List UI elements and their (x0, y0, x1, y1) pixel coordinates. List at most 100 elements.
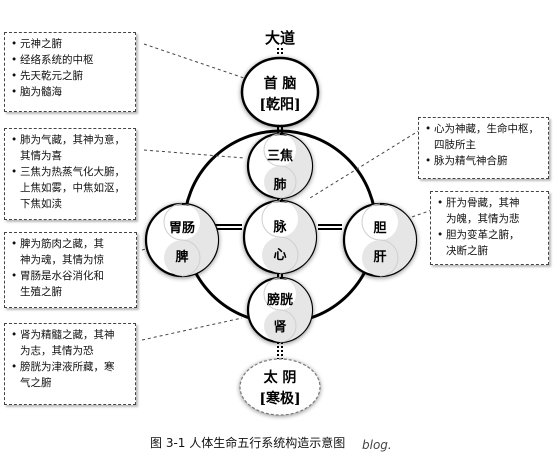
bullet-icon: • (11, 238, 18, 250)
box-heart-list: •心为神藏，生命中枢，四肢所主•脉为精气神合腑 (419, 118, 548, 171)
liver-label: 肝 (373, 250, 386, 265)
watermark: blog. (362, 438, 392, 452)
lung-label: 肺 (273, 177, 286, 193)
taiyin-node (239, 358, 321, 416)
bullet-icon: • (11, 270, 18, 282)
yinyang-curve (261, 200, 299, 274)
box-line-text: 上焦如雾，中焦如沤， (20, 182, 125, 194)
box-line-text: 先天乾元之腑 (20, 70, 83, 82)
box-line-text: 为志，其情为恐 (20, 345, 94, 357)
box-line-text: 脑为髓海 (20, 86, 62, 98)
bullet-icon: • (437, 197, 444, 209)
box-line: 为志，其情为恐 (11, 343, 131, 359)
box-lung-sanjiao-list: •肺为气藏，其神为意，其情为喜•三焦为热蒸气化大腑，上焦如雾，中焦如沤，下焦如渎 (5, 129, 135, 214)
box-line: 决断之腑 (437, 243, 544, 259)
yinyang-curve (263, 277, 297, 343)
box-line: •肺为气藏，其神为意， (11, 132, 131, 148)
box-kidney: •肾为精髓之藏，其神为志，其情为恐•膀胱为津液所藏，寒气之腑 (4, 323, 136, 405)
box-brain: •元神之腑•经络系统的中枢•先天乾元之腑•脑为髓海 (4, 32, 136, 112)
yinyang-curve (361, 203, 399, 277)
box-line: •胆为变革之腑， (437, 227, 544, 243)
spleen-label: 脾 (175, 249, 188, 265)
box-line-text: 下焦如渎 (20, 198, 62, 210)
box-line: •心为神藏，生命中枢， (425, 121, 544, 137)
box-line: 为魄，其情为悲 (437, 211, 544, 227)
box-line: •脑为髓海 (11, 84, 131, 100)
yinyang-shade (264, 278, 312, 342)
bullet-icon: • (11, 134, 18, 146)
box-line-text: 其情为喜 (20, 150, 62, 162)
bullet-icon: • (425, 155, 432, 167)
box-line-text: 脉为精气神合腑 (434, 155, 508, 167)
bullet-icon: • (11, 166, 18, 178)
top-label: 大道 (265, 29, 295, 47)
bullet-icon: • (11, 361, 18, 373)
sanjiao-label: 三焦 (267, 148, 293, 164)
box-lung-sanjiao: •肺为气藏，其神为意，其情为喜•三焦为热蒸气化大腑，上焦如雾，中焦如沤，下焦如渎 (4, 128, 136, 220)
yinyang-shade (362, 204, 416, 276)
box-line: •元神之腑 (11, 36, 131, 52)
yinyang-shade (164, 204, 218, 276)
taiyin-line2: [寒极] (259, 390, 300, 407)
box-kidney-list: •肾为精髓之藏，其神为志，其情为恐•膀胱为津液所藏，寒气之腑 (5, 324, 135, 393)
box-line-text: 肝为骨藏，其神 (446, 197, 520, 209)
bullet-icon: • (11, 329, 18, 341)
box-liver: •肝为骨藏，其神为魄，其情为悲•胆为变革之腑，决断之腑 (430, 191, 549, 265)
box-line-text: 三焦为热蒸气化大腑， (20, 166, 125, 178)
box-line: 生殖之腑 (11, 284, 132, 300)
head-node-line2: [乾阳] (259, 96, 300, 113)
box-spleen-list: •脾为筋肉之藏，其神为魂，其情为惊•胃肠是水谷消化和生殖之腑 (5, 233, 136, 302)
heart-yinyang-icon (242, 199, 318, 275)
box-line: •脉为精气神合腑 (425, 153, 544, 169)
box-liver-list: •肝为骨藏，其神为魄，其情为悲•胆为变革之腑，决断之腑 (431, 192, 548, 261)
head-node (240, 56, 320, 128)
yinyang-shade (262, 201, 316, 273)
yinyang-curve (163, 203, 201, 277)
taiyin-line1: 太 阴 (264, 369, 297, 386)
bullet-icon: • (11, 70, 18, 82)
bullet-icon: • (11, 54, 18, 66)
box-line-text: 神为魂，其情为惊 (20, 254, 104, 266)
horizontal-axis (214, 224, 342, 230)
vessel-label: 脉 (272, 219, 287, 235)
box-line: •三焦为热蒸气化大腑， (11, 164, 131, 180)
box-line: •肾为精髓之藏，其神 (11, 327, 131, 343)
box-line-text: 气之腑 (20, 377, 52, 389)
box-spleen: •脾为筋肉之藏，其神为魂，其情为惊•胃肠是水谷消化和生殖之腑 (4, 232, 137, 308)
bladder-label: 膀胱 (266, 292, 293, 308)
sanjiao-yinyang-icon (246, 132, 314, 200)
box-line: •肝为骨藏，其神 (437, 195, 544, 211)
gallbladder-label: 胆 (373, 221, 386, 236)
box-line: 其情为喜 (11, 148, 131, 164)
heart-label: 心 (273, 248, 286, 263)
box-line-text: 元神之腑 (20, 38, 62, 50)
box-line-text: 为魄，其情为悲 (446, 213, 520, 225)
box-line: 神为魂，其情为惊 (11, 252, 132, 268)
bullet-icon: • (437, 229, 444, 241)
head-node-line1: 首 脑 (264, 75, 297, 92)
box-line-text: 四肢所主 (434, 139, 476, 151)
box-line: •脾为筋肉之藏，其 (11, 236, 132, 252)
yinyang-shade (264, 134, 312, 198)
box-line-text: 胃肠是水谷消化和 (20, 270, 104, 282)
kidney-yinyang-icon (246, 276, 314, 344)
box-line-text: 膀胱为津液所藏，寒 (20, 361, 115, 373)
bullet-icon: • (11, 86, 18, 98)
box-brain-list: •元神之腑•经络系统的中枢•先天乾元之腑•脑为髓海 (5, 33, 135, 102)
box-line: •胃肠是水谷消化和 (11, 268, 132, 284)
bullet-icon: • (11, 38, 18, 50)
yinyang-curve (263, 133, 297, 199)
box-line-text: 心为神藏，生命中枢， (434, 123, 539, 135)
bullet-icon: • (425, 123, 432, 135)
kidney-label: 肾 (273, 320, 287, 335)
box-line: 下焦如渎 (11, 196, 131, 212)
box-line-text: 肺为气藏，其神为意， (20, 134, 125, 146)
spleen-yinyang-icon (144, 202, 220, 278)
box-line: 气之腑 (11, 375, 131, 391)
box-line-text: 肾为精髓之藏，其神 (20, 329, 115, 341)
box-line-text: 胆为变革之腑， (446, 229, 520, 241)
stomach-label: 胃肠 (169, 221, 195, 236)
box-heart: •心为神藏，生命中枢，四肢所主•脉为精气神合腑 (418, 117, 549, 179)
